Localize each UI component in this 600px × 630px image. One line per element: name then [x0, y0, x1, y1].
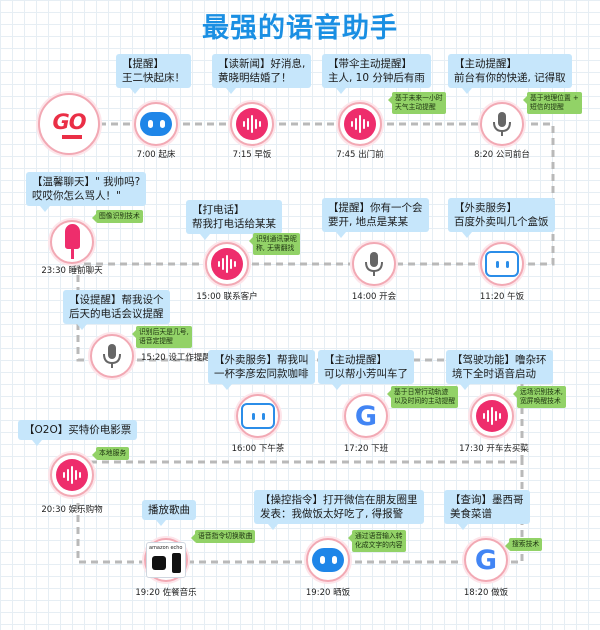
sound-wave-icon [230, 102, 274, 146]
speech-bubble: 【提醒】你有一个会要开, 地点是某某 [322, 198, 429, 238]
speech-bubble: 【主动提醒】可以帮小芳叫车了 [318, 350, 414, 390]
time-label: 8:20 公司前台 [474, 150, 530, 160]
speech-bubble: 【查询】墨西哥美食菜谱 [444, 490, 530, 530]
speech-bubble: 【主动提醒】前台有你的快递, 记得取 [448, 54, 572, 94]
time-label: 14:00 开会 [351, 292, 397, 302]
google-icon: G [344, 394, 388, 438]
tech-tag: 基于日常行动轨迹以及时间的主动提醒 [386, 386, 459, 408]
tech-tag: 基于未来一小时天气主动提醒 [388, 92, 446, 114]
robot-face-icon [480, 242, 524, 286]
microphone-icon [352, 242, 396, 286]
sound-wave-icon [470, 394, 514, 438]
speech-bubble: 【设提醒】帮我设个后天的电话会议提醒 [63, 290, 170, 330]
speech-bubble: 播放歌曲 [142, 500, 196, 526]
arrow-icon [62, 135, 82, 139]
tech-tag: 图像识别技术 [92, 210, 143, 223]
time-label: 7:45 出门前 [336, 150, 384, 160]
speech-bubble: 【驾驶功能】噜杂环境下全时语音启动 [446, 350, 553, 390]
dot-assistant-icon [134, 102, 178, 146]
sound-wave-icon [205, 242, 249, 286]
tech-tag: 远场识别技术,宽屏唤醒技术 [513, 386, 566, 408]
echo-speaker-icon: amazon echo [144, 538, 188, 582]
time-label: 7:15 早饭 [232, 150, 272, 160]
page-title: 最强的语音助手 [202, 13, 398, 44]
time-label: 17:30 开车去买菜 [459, 444, 529, 454]
time-label: 18:20 做饭 [463, 588, 509, 598]
tech-tag: 语音指令切换歌曲 [190, 530, 256, 543]
speech-bubble: 【外卖服务】百度外卖叫几个盒饭 [448, 198, 555, 238]
dot-assistant-icon [306, 538, 350, 582]
time-label: 19:20 佐餐音乐 [135, 588, 197, 598]
microphone-icon [90, 334, 134, 378]
sound-wave-icon [50, 453, 94, 497]
speech-bubble: 【O2O】买特价电影票 [18, 420, 138, 446]
time-label: 17:20 下班 [343, 444, 389, 454]
go-logo: GO [38, 93, 100, 155]
speech-bubble: 【温馨聊天】" 我帅吗?哎哎你怎么骂人！" [26, 172, 147, 212]
tech-tag: 本地服务 [91, 447, 130, 460]
time-label: 23:30 睡前聊天 [41, 266, 103, 276]
google-icon: G [464, 538, 508, 582]
lollipop-icon [50, 220, 94, 264]
speech-bubble: 【带伞主动提醒】主人, 10 分钟后有雨 [322, 54, 431, 94]
speech-bubble: 【提醒】王二快起床！ [116, 54, 191, 94]
sound-wave-icon [338, 102, 382, 146]
time-label: 11:20 午饭 [479, 292, 525, 302]
time-label: 16:00 下午茶 [231, 444, 285, 454]
tech-tag: 识别通讯录昵称, 无需翻找 [249, 233, 300, 255]
speech-bubble: 【读新闻】好消息,黄晓明结婚了！ [212, 54, 312, 94]
tech-tag: 搜索技术 [504, 538, 543, 551]
tech-tag: 通过语音输入转化成文字的内容 [348, 530, 406, 552]
time-label: 7:00 起床 [136, 150, 176, 160]
time-label: 20:30 娱乐购物 [41, 505, 103, 515]
speech-bubble: 【操控指令】打开微信在朋友圈里发表：我做饭太好吃了, 得报警 [254, 490, 424, 530]
time-label: 15:00 联系客户 [196, 292, 258, 302]
time-label: 19:20 晒饭 [305, 588, 351, 598]
robot-face-icon [236, 394, 280, 438]
speech-bubble: 【外卖服务】帮我叫一杯李彦宏同款咖啡 [208, 350, 315, 390]
time-label: 15:20 设工作提醒 [141, 353, 211, 363]
microphone-icon [480, 102, 524, 146]
tech-tag: 识别后天是几号,语音定提醒 [132, 326, 192, 348]
speech-bubble: 【打电话】帮我打电话给某某 [186, 200, 282, 240]
tech-tag: 基于地理位置 +短信的提醒 [523, 92, 582, 114]
